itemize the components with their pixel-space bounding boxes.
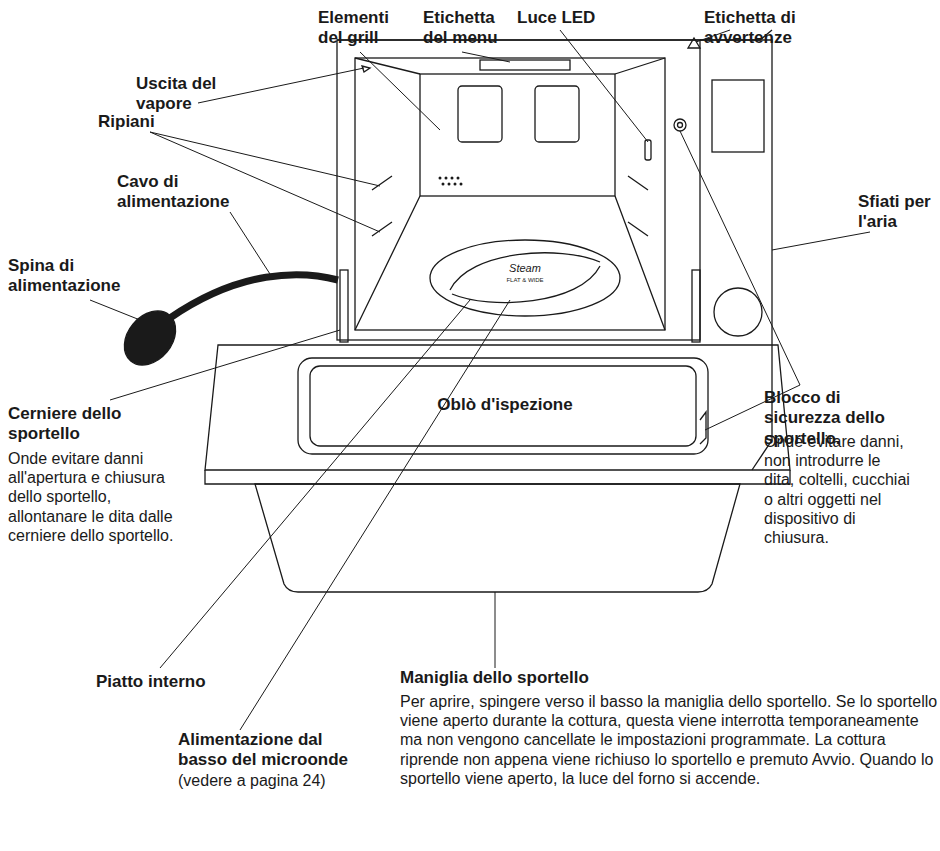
door-handle (255, 484, 740, 592)
cavity (355, 58, 665, 330)
leader-lines (90, 30, 870, 730)
part-label: Piatto interno (96, 672, 296, 692)
door (205, 345, 790, 470)
part-label: Cavo di alimentazione (117, 172, 247, 213)
part-label: Etichetta del menu (423, 8, 513, 49)
display-window (712, 80, 764, 152)
power-plug (114, 301, 186, 375)
part-label: Steam (490, 262, 560, 275)
inner-plate (430, 240, 620, 316)
part-label: Ripiani (98, 112, 198, 132)
part-label: FLAT & WIDE (490, 277, 560, 284)
shelf-rails (372, 176, 648, 236)
door-lock (674, 119, 686, 131)
part-label: Cerniere dello sportello (8, 404, 188, 445)
part-label: Per aprire, spingere verso il basso la m… (400, 692, 940, 788)
grill-element (535, 86, 579, 142)
part-label: Spina di alimentazione (8, 256, 138, 297)
inspection-window-inner (310, 366, 696, 446)
plate-swirl (450, 253, 600, 303)
vent-dots (439, 177, 463, 186)
part-label: Oblò d'ispezione (420, 395, 590, 415)
grill-element (458, 86, 502, 142)
led-light (645, 140, 651, 160)
menu-label (480, 60, 570, 70)
part-label: Luce LED (517, 8, 627, 28)
door-latch (700, 412, 706, 444)
door-hinge (340, 270, 348, 342)
part-label: Maniglia dello sportello (400, 668, 800, 688)
part-label: Onde evitare danni all'apertura e chiusu… (8, 449, 188, 545)
steam-outlet (362, 66, 370, 72)
part-label: Onde evitare danni, non introdurre le di… (764, 432, 914, 547)
warning-label (688, 38, 700, 48)
inspection-window (298, 358, 708, 454)
back-wall (420, 74, 615, 196)
cavity-perspective (355, 58, 665, 330)
part-label: Uscita del vapore (136, 74, 236, 115)
part-label: (vedere a pagina 24) (178, 771, 378, 790)
part-label: Etichetta di avvertenze (704, 8, 814, 49)
part-label: Alimentazione dal basso del microonde (178, 730, 368, 771)
power-cable (170, 275, 338, 318)
door-lock (678, 123, 683, 128)
cavity-frame (337, 40, 700, 340)
control-panel (700, 40, 772, 470)
door-edge (205, 470, 790, 484)
door-hinge (692, 270, 700, 342)
part-label: Sfiati per l'aria (858, 192, 938, 233)
part-label: Elementi del grill (318, 8, 408, 49)
dial (714, 288, 762, 336)
